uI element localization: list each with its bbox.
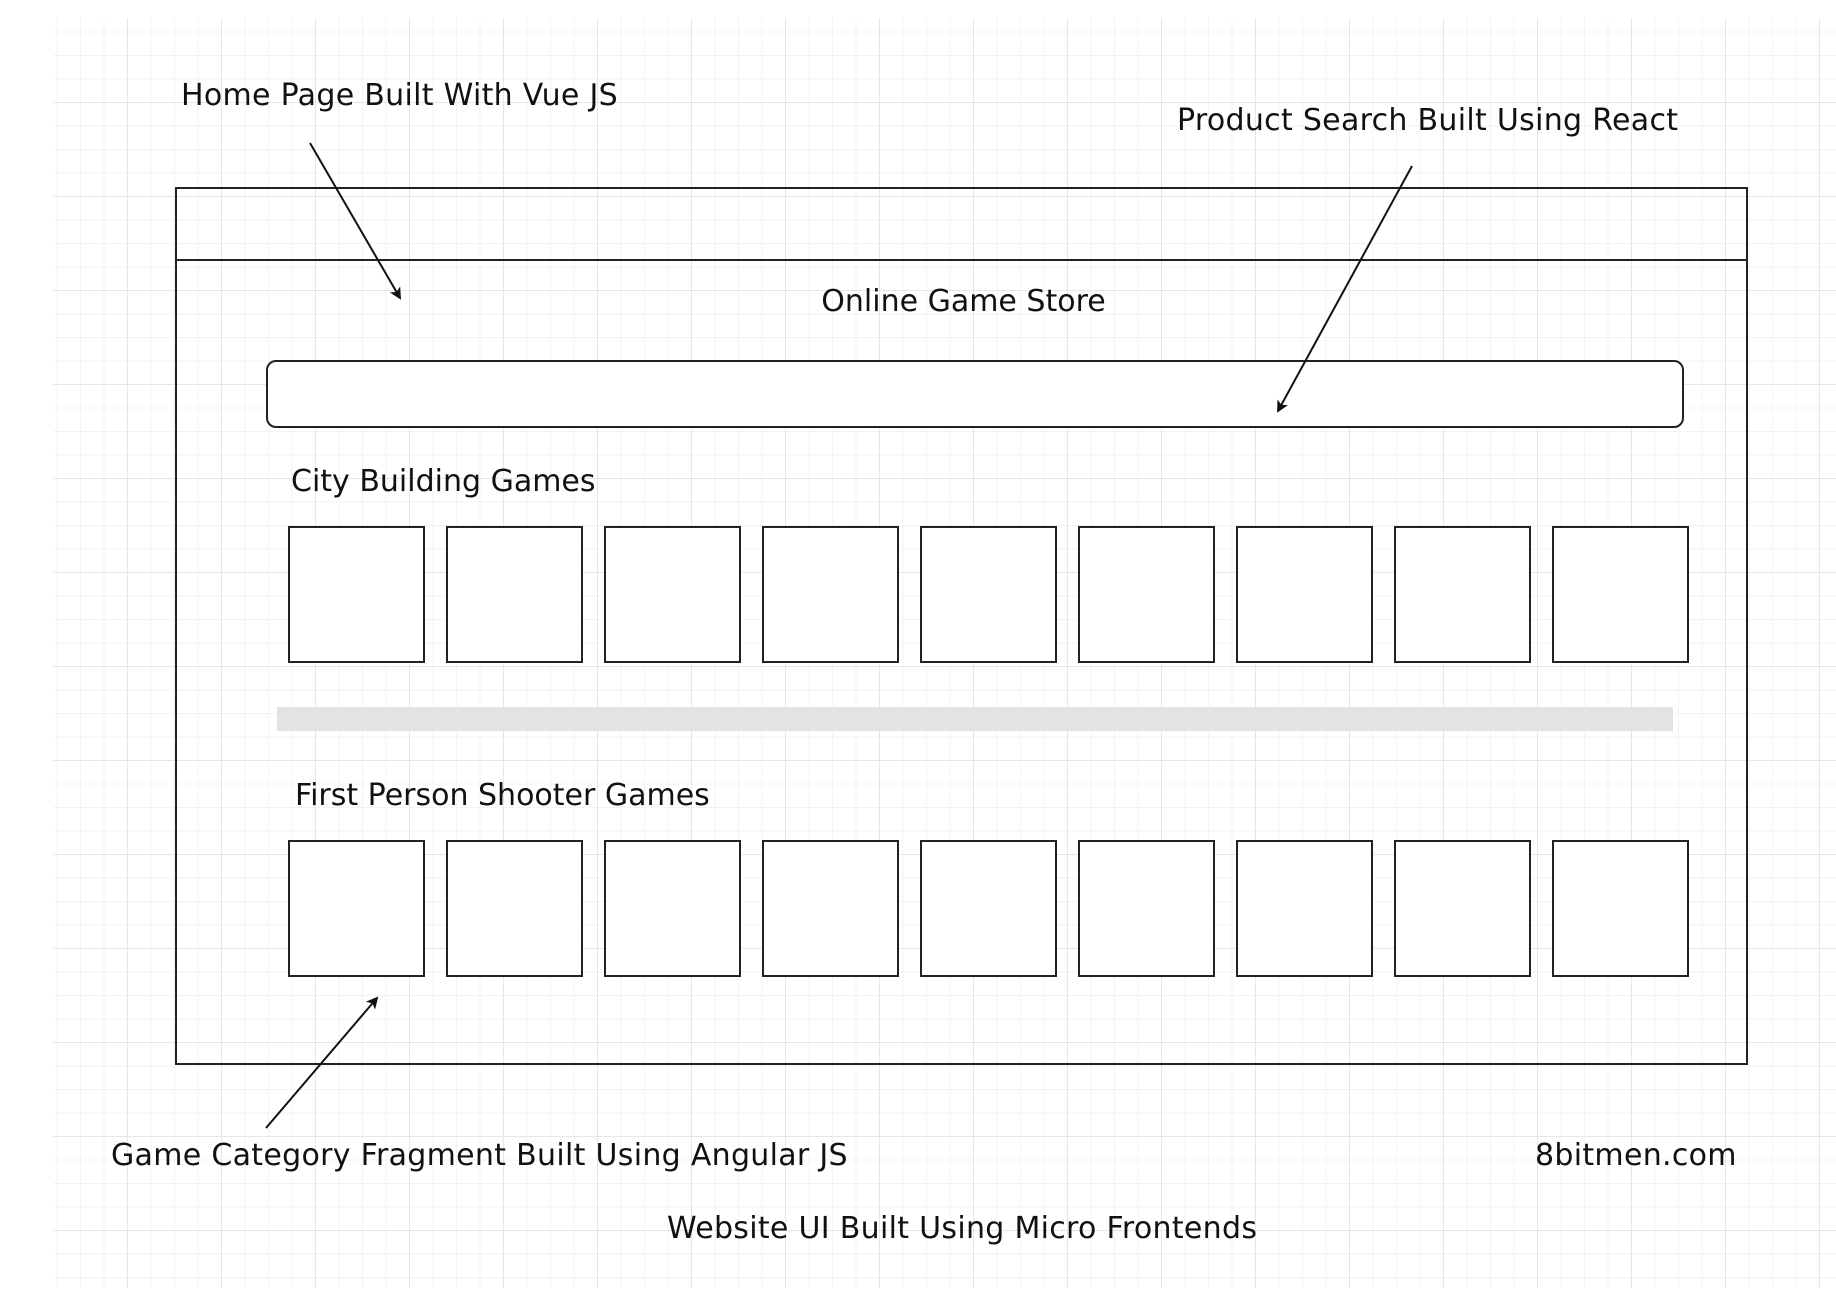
game-tile[interactable] <box>288 840 425 977</box>
window-title-bar <box>177 189 1746 261</box>
brand-label: 8bitmen.com <box>1535 1138 1737 1173</box>
diagram-caption: Website UI Built Using Micro Frontends <box>667 1211 1258 1246</box>
game-tile[interactable] <box>1078 526 1215 663</box>
game-tile[interactable] <box>1236 840 1373 977</box>
game-tile[interactable] <box>446 840 583 977</box>
game-tile[interactable] <box>1552 840 1689 977</box>
store-title: Online Game Store <box>821 284 1106 319</box>
game-tile[interactable] <box>1394 840 1531 977</box>
game-tile[interactable] <box>288 526 425 663</box>
category-divider <box>277 707 1673 731</box>
game-tile[interactable] <box>920 840 1057 977</box>
game-tile[interactable] <box>920 526 1057 663</box>
game-tile[interactable] <box>762 526 899 663</box>
game-tile[interactable] <box>604 840 741 977</box>
angular-annotation: Game Category Fragment Built Using Angul… <box>111 1138 848 1173</box>
game-tile[interactable] <box>1236 526 1373 663</box>
category-row-fps <box>288 840 1689 977</box>
game-tile[interactable] <box>762 840 899 977</box>
category-title-fps: First Person Shooter Games <box>295 778 710 813</box>
browser-window: Online Game Store City Building Games Fi… <box>175 187 1748 1065</box>
game-tile[interactable] <box>1078 840 1215 977</box>
game-tile[interactable] <box>446 526 583 663</box>
category-row-city-building <box>288 526 1689 663</box>
game-tile[interactable] <box>1552 526 1689 663</box>
vue-annotation: Home Page Built With Vue JS <box>181 78 618 113</box>
product-search-input[interactable] <box>266 360 1684 428</box>
category-title-city-building: City Building Games <box>291 464 596 499</box>
game-tile[interactable] <box>1394 526 1531 663</box>
react-annotation: Product Search Built Using React <box>1177 103 1679 138</box>
game-tile[interactable] <box>604 526 741 663</box>
